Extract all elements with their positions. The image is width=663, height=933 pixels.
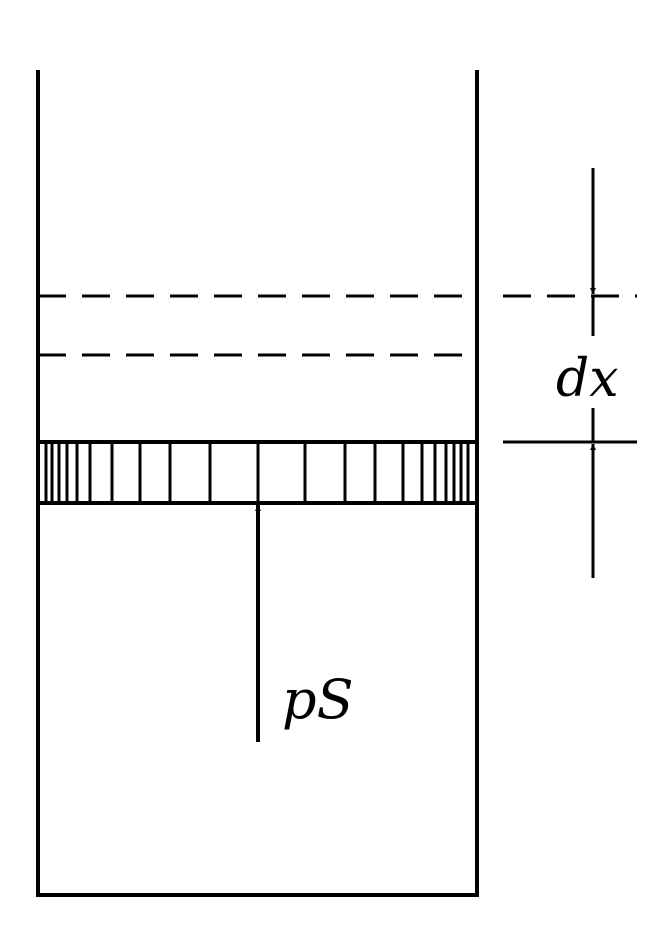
force-arrow: pS <box>255 505 354 742</box>
piston <box>38 440 477 505</box>
force-label: pS <box>282 668 354 731</box>
dashed-positions <box>38 294 637 357</box>
cylinder <box>36 70 479 897</box>
dx-label-background <box>553 350 637 404</box>
displacement-dimension <box>503 168 637 578</box>
displacement-label: dx <box>556 349 619 409</box>
piston-hatching <box>44 442 470 503</box>
